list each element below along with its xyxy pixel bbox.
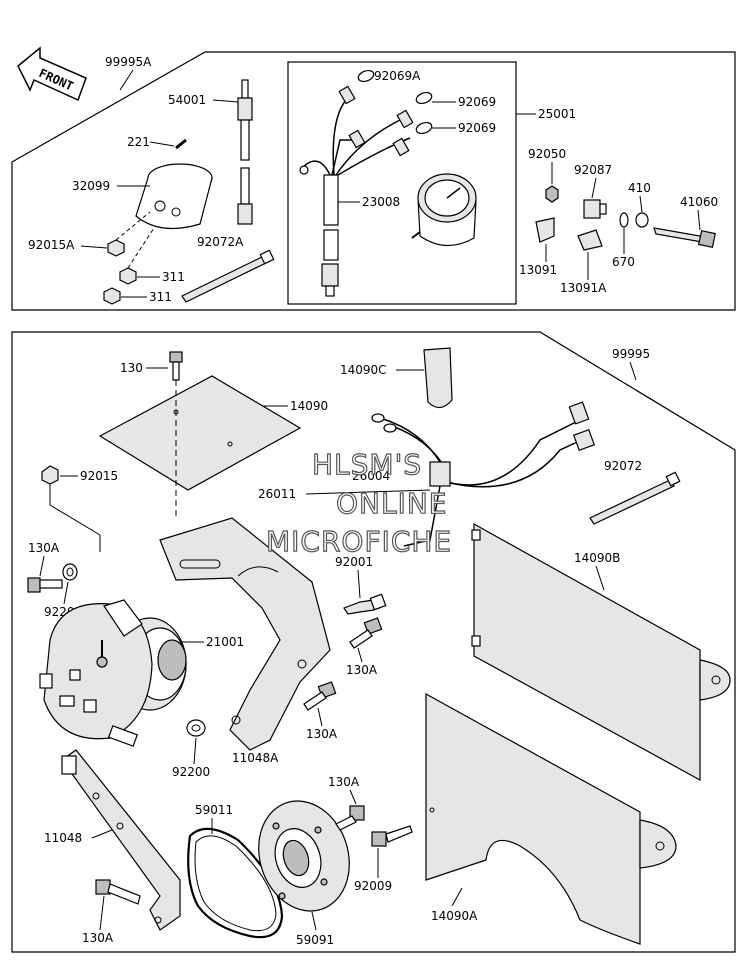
watermark-line-2: ONLINE bbox=[336, 487, 447, 520]
label-130A-2: 130A bbox=[346, 663, 378, 677]
grease-tube-14090C bbox=[423, 347, 453, 409]
label-14090A: 14090A bbox=[431, 909, 478, 923]
label-99995: 99995 bbox=[612, 347, 650, 361]
cable-tie-92072A bbox=[181, 249, 275, 303]
label-92069-b: 92069 bbox=[458, 121, 496, 135]
label-130A-4: 130A bbox=[82, 931, 114, 945]
bracket-13091 bbox=[535, 217, 555, 243]
label-13091: 13091 bbox=[519, 263, 557, 277]
bracket-13091A bbox=[577, 229, 603, 251]
label-92200-2: 92200 bbox=[172, 765, 210, 779]
cover-14090A bbox=[425, 692, 677, 945]
label-25001: 25001 bbox=[538, 107, 576, 121]
label-26011: 26011 bbox=[258, 487, 296, 501]
washer-410 bbox=[635, 212, 649, 228]
fitting-92087 bbox=[583, 199, 601, 219]
label-92050: 92050 bbox=[528, 147, 566, 161]
bolt-92009 bbox=[371, 825, 413, 847]
label-221: 221 bbox=[127, 135, 150, 149]
bolt-130A-1 bbox=[27, 577, 63, 593]
label-92072: 92072 bbox=[604, 459, 642, 473]
nut-92050 bbox=[545, 185, 559, 203]
cable-tie-92072 bbox=[589, 471, 681, 525]
label-92069A: 92069A bbox=[374, 69, 421, 83]
label-14090: 14090 bbox=[290, 399, 328, 413]
label-26004: 26004 bbox=[352, 469, 390, 483]
adjuster-bar-11048 bbox=[61, 749, 181, 931]
meter-cup-32099 bbox=[135, 163, 213, 230]
label-99995A: 99995A bbox=[105, 55, 152, 69]
label-130A-5: 130A bbox=[328, 775, 360, 789]
bottom-kit-outline bbox=[11, 331, 736, 953]
pulley-59091 bbox=[258, 800, 350, 912]
label-11048: 11048 bbox=[44, 831, 82, 845]
label-14090B: 14090B bbox=[574, 551, 620, 565]
label-92087: 92087 bbox=[574, 163, 612, 177]
label-92072A: 92072A bbox=[197, 235, 244, 249]
label-54001: 54001 bbox=[168, 93, 206, 107]
bolt-130A-5 bbox=[335, 805, 365, 831]
oring-670 bbox=[619, 212, 629, 228]
meter-gauge bbox=[411, 173, 477, 247]
label-311-b: 311 bbox=[149, 290, 172, 304]
bolt-130A-3 bbox=[303, 681, 337, 711]
label-92015: 92015 bbox=[80, 469, 118, 483]
label-92009: 92009 bbox=[354, 879, 392, 893]
bracket-11048A bbox=[159, 517, 331, 751]
label-130A-1: 130A bbox=[28, 541, 60, 555]
front-arrow-icon: FRONT bbox=[17, 46, 87, 102]
label-59011: 59011 bbox=[195, 803, 233, 817]
meter-cable-54001 bbox=[237, 79, 253, 225]
harness-26011 bbox=[371, 401, 596, 547]
label-92015A: 92015A bbox=[28, 238, 75, 252]
washer-92200-1 bbox=[62, 563, 78, 581]
label-92069-a: 92069 bbox=[458, 95, 496, 109]
bolt-130A-4 bbox=[95, 879, 141, 905]
label-32099: 32099 bbox=[72, 179, 110, 193]
watermark-line-3: MICROFICHE bbox=[266, 525, 452, 558]
label-59091: 59091 bbox=[296, 933, 334, 947]
top-kit-outline bbox=[11, 51, 736, 311]
washer-92200-2 bbox=[186, 719, 206, 737]
label-14090C: 14090C bbox=[340, 363, 387, 377]
label-92001: 92001 bbox=[335, 555, 373, 569]
label-21001: 21001 bbox=[206, 635, 244, 649]
label-311-a: 311 bbox=[162, 270, 185, 284]
gear-41060 bbox=[653, 227, 717, 249]
label-410: 410 bbox=[628, 181, 651, 195]
label-130A-3: 130A bbox=[306, 727, 338, 741]
label-130: 130 bbox=[120, 361, 143, 375]
meter-harness-23008 bbox=[299, 69, 433, 297]
label-11048A: 11048A bbox=[232, 751, 279, 765]
label-41060: 41060 bbox=[680, 195, 718, 209]
belt-59011 bbox=[187, 827, 284, 939]
bolt-130A-2 bbox=[349, 617, 383, 649]
cover-14090B bbox=[471, 522, 731, 782]
label-670: 670 bbox=[612, 255, 635, 269]
alternator-21001 bbox=[39, 599, 187, 747]
label-23008: 23008 bbox=[362, 195, 400, 209]
label-13091A: 13091A bbox=[560, 281, 607, 295]
bolt-92001 bbox=[343, 593, 387, 615]
watermark-line-1: HLSM'S bbox=[312, 448, 422, 481]
plate-14090 bbox=[98, 375, 302, 491]
